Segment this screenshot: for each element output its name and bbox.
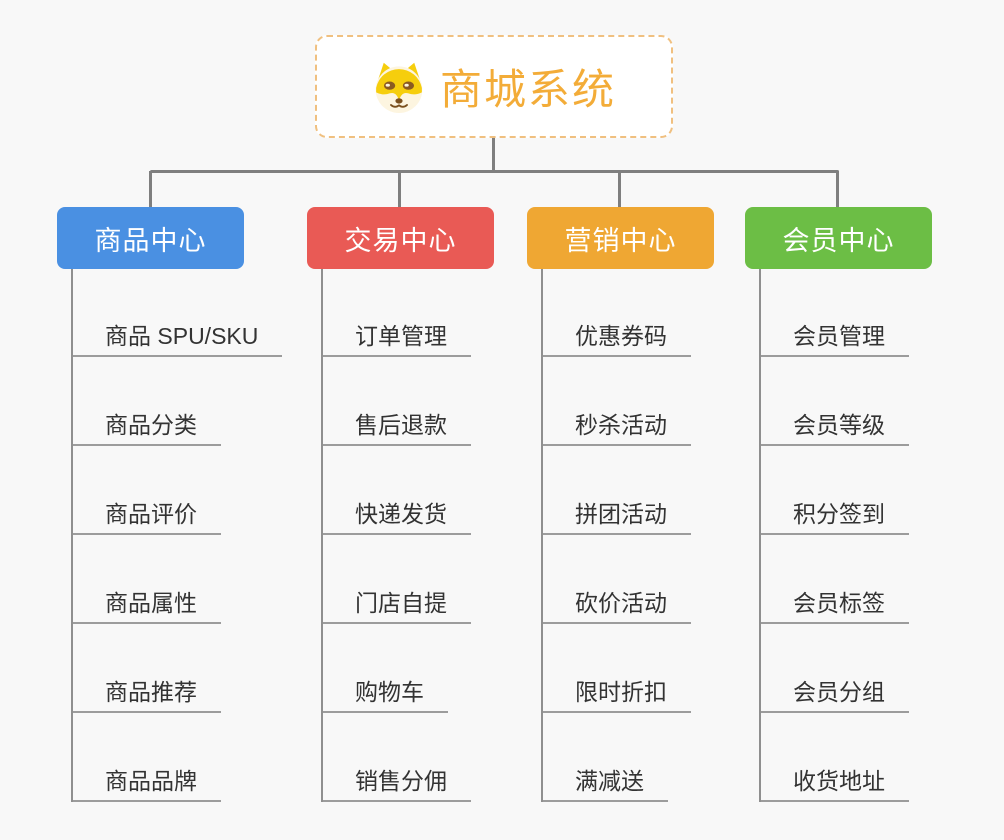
child-node[interactable]: 订单管理 bbox=[323, 323, 471, 357]
branch-label: 营销中心 bbox=[564, 225, 677, 256]
child-node[interactable]: 销售分佣 bbox=[323, 768, 471, 802]
child-node[interactable]: 商品品牌 bbox=[73, 768, 221, 802]
child-node[interactable]: 秒杀活动 bbox=[543, 412, 691, 446]
child-node[interactable]: 商品推荐 bbox=[73, 679, 221, 713]
branch-trunk-product-center: 商品 SPU/SKU 商品分类 商品评价 商品属性 商品推荐 商品品牌 bbox=[71, 269, 318, 802]
branch-label: 会员中心 bbox=[782, 225, 895, 256]
branch-trunk-marketing-center: 优惠券码 秒杀活动 拼团活动 砍价活动 限时折扣 满减送 bbox=[541, 269, 788, 802]
child-node[interactable]: 商品属性 bbox=[73, 590, 221, 624]
branch-header-trade-center[interactable]: 交易中心 bbox=[307, 207, 494, 269]
child-node[interactable]: 会员等级 bbox=[761, 412, 909, 446]
child-node[interactable]: 购物车 bbox=[323, 679, 448, 713]
connector-drop bbox=[398, 171, 401, 208]
branch-label: 交易中心 bbox=[344, 225, 457, 256]
child-node[interactable]: 会员标签 bbox=[761, 590, 909, 624]
doge-icon bbox=[375, 62, 423, 113]
child-node[interactable]: 商品评价 bbox=[73, 501, 221, 535]
branch-header-product-center[interactable]: 商品中心 bbox=[57, 207, 244, 269]
child-node[interactable]: 商品分类 bbox=[73, 412, 221, 446]
child-node[interactable]: 砍价活动 bbox=[543, 590, 691, 624]
child-node[interactable]: 积分签到 bbox=[761, 501, 909, 535]
branch-trunk-member-center: 会员管理 会员等级 积分签到 会员标签 会员分组 收货地址 bbox=[759, 269, 1004, 802]
branch-trunk-trade-center: 订单管理 售后退款 快递发货 门店自提 购物车 销售分佣 bbox=[321, 269, 568, 802]
connector-root-stub bbox=[492, 138, 495, 172]
child-node[interactable]: 满减送 bbox=[543, 768, 668, 802]
connector-drop bbox=[836, 171, 839, 208]
branch-header-marketing-center[interactable]: 营销中心 bbox=[527, 207, 714, 269]
connector-drop bbox=[618, 171, 621, 208]
child-node[interactable]: 快递发货 bbox=[323, 501, 471, 535]
root-node[interactable]: 商城系统 bbox=[315, 35, 673, 138]
child-node[interactable]: 拼团活动 bbox=[543, 501, 691, 535]
child-node[interactable]: 会员管理 bbox=[761, 323, 909, 357]
child-node[interactable]: 收货地址 bbox=[761, 768, 909, 802]
child-node[interactable]: 门店自提 bbox=[323, 590, 471, 624]
root-title: 商城系统 bbox=[439, 66, 616, 113]
child-node[interactable]: 优惠券码 bbox=[543, 323, 691, 357]
child-node[interactable]: 会员分组 bbox=[761, 679, 909, 713]
child-node[interactable]: 售后退款 bbox=[323, 412, 471, 446]
branch-label: 商品中心 bbox=[94, 225, 207, 256]
connector-bus bbox=[150, 170, 839, 173]
child-node[interactable]: 商品 SPU/SKU bbox=[73, 323, 283, 357]
branch-header-member-center[interactable]: 会员中心 bbox=[745, 207, 932, 269]
child-node[interactable]: 限时折扣 bbox=[543, 679, 691, 713]
connector-drop bbox=[149, 171, 152, 208]
